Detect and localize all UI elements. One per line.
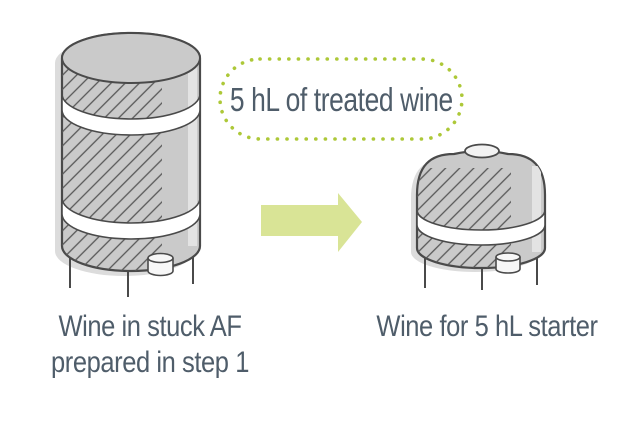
- tank-highlight: [532, 166, 541, 252]
- tank-band-top: [61, 93, 201, 136]
- treated-wine-callout: 5 hL of treated wine: [216, 55, 466, 145]
- hatch-texture: [417, 168, 511, 268]
- small-tank-drawing: [411, 143, 547, 290]
- arrow-shape: [261, 193, 362, 252]
- tank-highlight: [188, 60, 197, 246]
- caption-line-2: prepared in step 1: [51, 346, 249, 379]
- small-tank-illustration: [410, 140, 560, 292]
- tank-cap: [464, 143, 500, 159]
- tank-spout: [495, 252, 521, 274]
- tank-band: [416, 209, 546, 246]
- large-tank-illustration: [48, 26, 208, 301]
- tank-top-lid: [61, 32, 201, 84]
- callout-label: 5 hL of treated wine: [229, 81, 453, 118]
- caption-line-1: Wine in stuck AF: [58, 310, 242, 343]
- transfer-arrow-icon: [261, 192, 363, 253]
- left-tank-caption: Wine in stuck AF prepared in step 1: [31, 309, 269, 381]
- right-tank-caption: Wine for 5 hL starter: [376, 310, 598, 343]
- large-tank-drawing: [55, 31, 202, 297]
- tank-spout: [147, 252, 174, 277]
- arrow-right-icon: [261, 193, 362, 252]
- tank-band-bottom: [61, 197, 201, 240]
